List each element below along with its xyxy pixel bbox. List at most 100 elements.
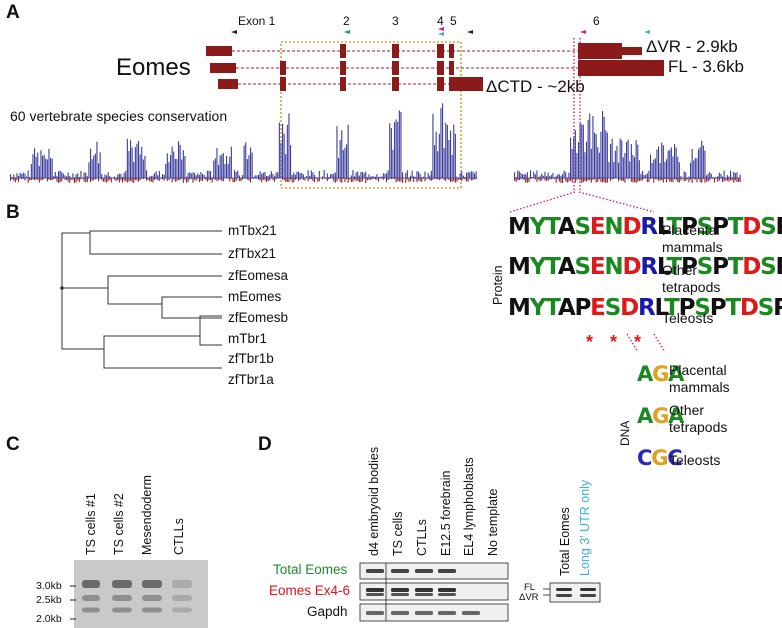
- blot-band: [112, 607, 132, 613]
- conservation-bar: [594, 132, 596, 178]
- conservation-bar: [374, 176, 376, 178]
- conservation-neg-bar: [133, 178, 135, 183]
- conservation-neg-bar: [181, 178, 183, 179]
- conservation-bar: [128, 151, 130, 178]
- protein-logo-other-tetrapods: MYTASENDRLTPSPTDSPR: [508, 254, 782, 280]
- logo-letter: D: [622, 214, 641, 240]
- conservation-bar: [74, 177, 76, 178]
- conservation-bar: [557, 174, 559, 178]
- conservation-neg-bar: [152, 178, 154, 183]
- conservation-neg-bar: [10, 178, 12, 181]
- logo-letter: A: [557, 295, 576, 321]
- conservation-neg-bar: [574, 178, 576, 183]
- conservation-bar: [322, 176, 324, 178]
- conservation-bar: [558, 174, 560, 178]
- conservation-bar: [341, 130, 343, 178]
- conservation-neg-bar: [549, 178, 551, 180]
- conservation-neg-bar: [18, 178, 20, 182]
- conservation-neg-bar: [738, 178, 740, 182]
- conservation-bar: [552, 173, 554, 178]
- conservation-bar: [333, 173, 335, 178]
- conservation-bar: [680, 176, 682, 178]
- dna-logo-teleosts: CGC: [637, 446, 683, 470]
- conservation-bar: [178, 141, 180, 178]
- conservation-bar: [693, 160, 695, 178]
- conservation-neg-bar: [120, 178, 122, 181]
- conservation-bar: [522, 174, 524, 178]
- conservation-neg-bar: [304, 178, 306, 181]
- conservation-bar: [72, 173, 74, 178]
- conservation-bar: [144, 155, 146, 178]
- conservation-bar: [93, 155, 95, 178]
- taxon-zfeomesa: zfEomesa: [228, 268, 289, 283]
- conservation-bar: [446, 124, 448, 178]
- conservation-bar: [138, 141, 140, 178]
- conservation-neg-bar: [29, 178, 31, 181]
- conservation-bar: [299, 173, 301, 178]
- blot-band: [112, 580, 132, 588]
- conservation-bar: [627, 139, 629, 178]
- logo-letter: S: [694, 295, 711, 321]
- conservation-neg-bar: [565, 178, 567, 182]
- conservation-neg-bar: [597, 178, 599, 182]
- conservation-neg-bar: [230, 178, 232, 179]
- conservation-bar: [259, 171, 261, 178]
- conservation-neg-bar: [326, 178, 328, 182]
- conservation-bar: [211, 177, 213, 178]
- conservation-bar: [658, 146, 660, 178]
- conservation-label: 60 vertebrate species conservation: [10, 108, 228, 124]
- conservation-bar: [576, 153, 578, 178]
- conservation-neg-bar: [80, 178, 82, 180]
- conservation-bar: [526, 172, 528, 178]
- transcript-dvr: [206, 43, 642, 59]
- conservation-neg-bar: [459, 178, 461, 180]
- row-ex4-6: Eomes Ex4-6: [269, 583, 351, 598]
- conservation-bar: [621, 140, 623, 178]
- dna-logo-placental: AGA: [637, 362, 684, 386]
- conservation-neg-bar: [618, 178, 620, 182]
- conservation-neg-bar: [555, 178, 557, 183]
- conservation-bar: [91, 159, 93, 178]
- conservation-bar: [390, 127, 392, 178]
- conservation-neg-bar: [475, 178, 477, 180]
- conservation-bar: [298, 171, 300, 178]
- conservation-bar: [206, 170, 208, 178]
- conservation-bar: [611, 138, 613, 178]
- conservation-neg-bar: [405, 178, 407, 183]
- conservation-neg-bar: [699, 178, 701, 182]
- conservation-bar: [106, 175, 108, 178]
- conservation-neg-bar: [317, 178, 319, 182]
- conservation-neg-bar: [155, 178, 157, 179]
- conservation-neg-bar: [627, 178, 629, 180]
- conservation-bar: [328, 177, 330, 178]
- phylogenetic-tree: [61, 230, 222, 369]
- conservation-neg-bar: [410, 178, 412, 182]
- conservation-neg-bar: [635, 178, 637, 183]
- gel-band: [391, 588, 409, 592]
- dna-axis-label: DNA: [618, 420, 632, 446]
- gel-band: [366, 588, 384, 592]
- logo-letter: Y: [529, 295, 547, 321]
- gel-band: [415, 588, 433, 592]
- conservation-neg-bar: [438, 178, 440, 181]
- conservation-neg-bar: [264, 178, 266, 181]
- conservation-neg-bar: [693, 178, 695, 179]
- conservation-bar: [694, 158, 696, 178]
- conservation-neg-bar: [605, 178, 607, 183]
- conservation-bar: [520, 173, 522, 178]
- conservation-neg-bar: [437, 178, 439, 180]
- conservation-bar: [362, 172, 364, 178]
- logo-letter: M: [508, 214, 531, 240]
- conservation-neg-bar: [219, 178, 221, 180]
- conservation-bar: [402, 172, 404, 178]
- logo-letter: A: [668, 362, 684, 386]
- conservation-neg-bar: [96, 178, 98, 179]
- conservation-bar: [709, 171, 711, 178]
- conservation-bar: [18, 175, 20, 178]
- conservation-bar: [571, 148, 573, 178]
- conservation-neg-bar: [518, 178, 520, 181]
- conservation-bar: [622, 157, 624, 178]
- gel-band: [438, 593, 456, 596]
- logo-letter: S: [574, 214, 592, 240]
- conservation-bar: [99, 152, 101, 178]
